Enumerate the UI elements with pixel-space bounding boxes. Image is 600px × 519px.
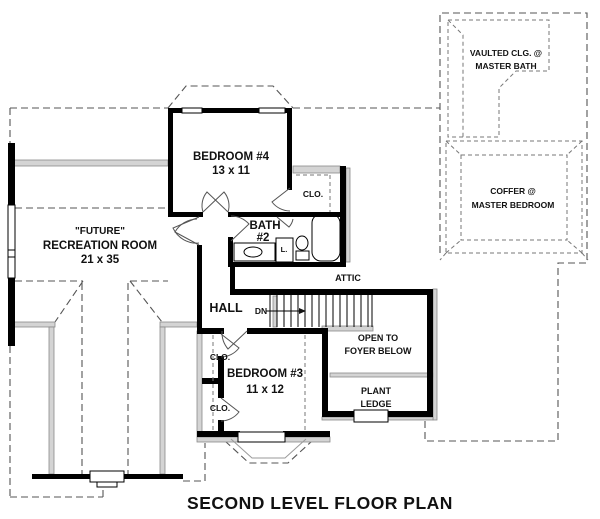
vaulted-ceiling-outline — [447, 19, 550, 138]
door-swings — [172, 187, 294, 422]
coffer-line1: COFFER @ — [490, 186, 536, 196]
bedroom3-dims: 11 x 12 — [246, 384, 284, 396]
vanity-sink — [233, 242, 276, 262]
bath2-label-line2: #2 — [257, 232, 270, 244]
recreation-room-door — [172, 216, 200, 244]
bedroom3-closet1-door — [220, 333, 240, 358]
bedroom4-closet-door — [271, 187, 291, 212]
plant-ledge-line1: PLANT — [361, 386, 391, 396]
dn-arrow — [266, 308, 306, 314]
plan-title: SECOND LEVEL FLOOR PLAN — [187, 493, 453, 513]
hatched-walls — [12, 159, 438, 475]
hall-label: HALL — [209, 301, 243, 315]
attic-label: ATTIC — [335, 273, 361, 283]
bath-fixtures — [233, 213, 341, 263]
open-to-foyer-line2: FOYER BELOW — [345, 346, 413, 356]
bedroom3-closet2-label: CLO. — [210, 403, 230, 413]
coffer-ceiling-outline — [439, 140, 589, 261]
bedroom4-door — [201, 191, 229, 213]
bedroom3-closet1-label: CLO. — [210, 352, 230, 362]
dn-label: DN — [255, 306, 267, 316]
bedroom4-dims: 13 x 11 — [212, 165, 250, 177]
bedroom3-closet2-door — [220, 397, 240, 422]
recreation-room-future-label: "FUTURE" — [75, 226, 125, 237]
coffer-line2: MASTER BEDROOM — [472, 200, 555, 210]
interior-dashes — [212, 174, 331, 459]
recreation-room-dims: 21 x 35 — [81, 254, 120, 266]
linen-cabinet — [275, 237, 294, 263]
bedroom3-label: BEDROOM #3 — [227, 368, 303, 380]
linen-door — [276, 216, 294, 228]
open-to-foyer-line1: OPEN TO — [358, 333, 398, 343]
walls — [7, 107, 433, 488]
bedroom4-closet-label: CLO. — [303, 189, 323, 199]
vaulted-ceiling-line1: VAULTED CLG. @ — [470, 48, 542, 58]
toilet — [295, 235, 310, 261]
staircase — [266, 295, 373, 327]
bath2-label-line1: BATH — [249, 220, 280, 232]
bathtub — [311, 213, 341, 262]
recreation-room-label: RECREATION ROOM — [43, 240, 157, 252]
bedroom4-label: BEDROOM #4 — [193, 151, 270, 163]
linen-label: L. — [281, 245, 288, 254]
plant-ledge-line2: LEDGE — [360, 399, 391, 409]
bath2-door — [230, 215, 250, 242]
bedroom3-door — [221, 330, 248, 350]
roofline-dashes — [9, 12, 588, 498]
vaulted-ceiling-line2: MASTER BATH — [475, 61, 536, 71]
